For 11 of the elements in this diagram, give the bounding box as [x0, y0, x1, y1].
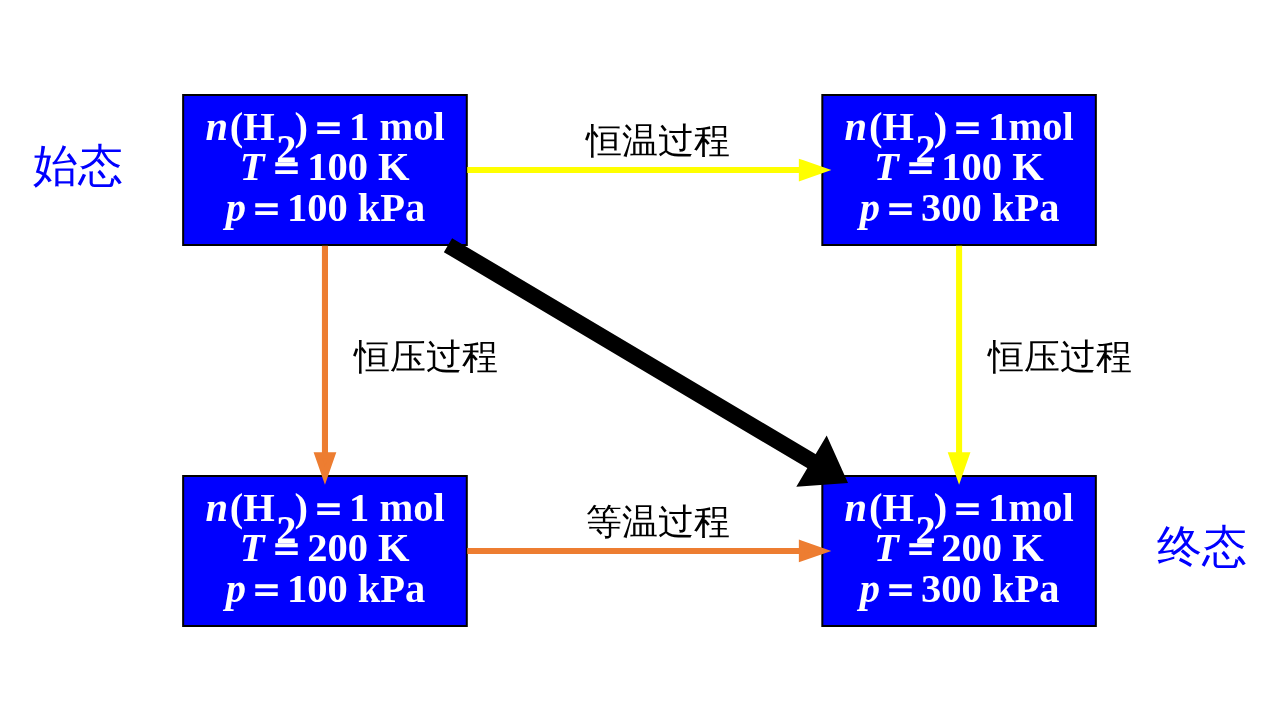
arrow [313, 245, 337, 485]
arrow [467, 158, 832, 181]
edge-label: 恒温过程 [585, 120, 730, 161]
edge-label: 等温过程 [585, 501, 730, 542]
edge-label: 恒压过程 [354, 336, 499, 377]
node-label: 始态 [32, 140, 123, 191]
edge-label: 恒压过程 [988, 336, 1133, 377]
node-label: 终态 [1157, 521, 1248, 572]
arrow [947, 245, 971, 485]
arrow [443, 237, 848, 487]
arrow [467, 539, 832, 562]
